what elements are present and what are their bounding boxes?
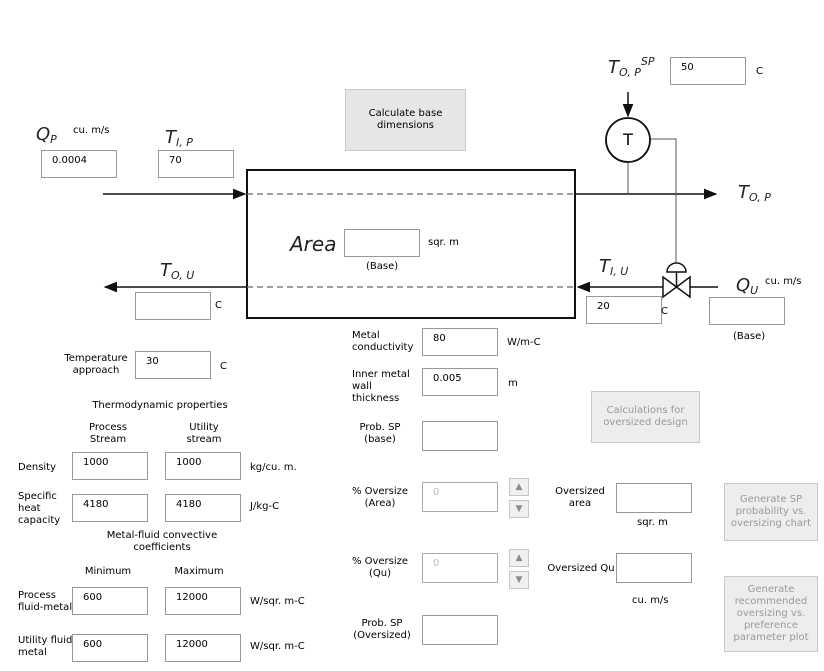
tiu-symbol: TI, U [599, 256, 629, 278]
temp-approach-label: Temperature approach [64, 353, 128, 376]
process-max-field[interactable]: 12000 [165, 587, 241, 615]
temperature-controller [605, 117, 651, 163]
wall-thickness-label: Inner metal wall thickness [352, 369, 410, 404]
process-fluid-label: Process fluid-metal [18, 590, 73, 613]
calculate-base-button[interactable]: Calculate base dimensions [345, 89, 466, 151]
oversize-area-field[interactable]: 0 [422, 482, 498, 512]
density-label: Density [18, 462, 57, 473]
oversize-qu-field[interactable]: 0 [422, 553, 498, 583]
process-coef-unit: W/sqr. m-C [250, 596, 305, 607]
area-base-label: (Base) [366, 261, 399, 272]
qu-unit: cu. m/s [765, 276, 802, 287]
qu-base-label: (Base) [733, 331, 766, 342]
utility-min-field[interactable]: 600 [72, 634, 148, 662]
oversized-area-label: Oversized area [555, 486, 605, 509]
maximum-header: Maximum [174, 566, 224, 577]
qu-symbol: QU [736, 275, 759, 297]
utility-coef-unit: W/sqr. m-C [250, 641, 305, 652]
tou-symbol: TO, U [160, 260, 195, 282]
process-min-field[interactable]: 600 [72, 587, 148, 615]
temp-approach-field[interactable]: 30 [135, 351, 211, 379]
density-unit: kg/cu. m. [250, 462, 297, 473]
oversized-qu-unit: cu. m/s [632, 595, 669, 606]
down-arrow-icon[interactable]: ▼ [509, 571, 529, 589]
generate-recommended-button[interactable]: Generate recommended oversizing vs. pref… [724, 576, 818, 652]
prob-sp-oversized-label: Prob. SP (Oversized) [353, 618, 411, 641]
oversized-qu-field[interactable] [616, 553, 692, 583]
qp-unit: cu. m/s [73, 125, 110, 136]
tou-field[interactable] [135, 292, 211, 320]
up-arrow-icon[interactable]: ▲ [509, 478, 529, 496]
metal-conductivity-label: Metal conductivity [352, 330, 414, 353]
oversized-area-field[interactable] [616, 483, 692, 513]
qu-field[interactable] [709, 297, 785, 325]
minimum-header: Minimum [84, 566, 132, 577]
thermo-title: Thermodynamic properties [92, 400, 228, 411]
heat-capacity-label: Specific heat capacity [18, 491, 61, 526]
heat-process-field[interactable]: 4180 [72, 494, 148, 522]
topsp-symbol: TO, PSP [608, 55, 655, 79]
tou-unit: C [215, 300, 222, 311]
utility-stream-header: Utility stream [186, 422, 222, 445]
heat-unit: J/kg-C [250, 501, 280, 512]
qp-symbol: QP [36, 124, 57, 146]
area-field[interactable] [344, 229, 420, 257]
area-unit: sqr. m [428, 237, 459, 248]
qp-field[interactable]: 0.0004 [41, 150, 117, 178]
prob-sp-base-label: Prob. SP (base) [359, 422, 401, 445]
tip-symbol: TI, P [165, 127, 193, 149]
prob-sp-base-field[interactable] [422, 421, 498, 451]
wall-thickness-unit: m [508, 378, 518, 389]
tiu-field[interactable]: 20 [586, 296, 662, 324]
temp-approach-unit: C [220, 361, 227, 372]
oversize-qu-label: % Oversize (Qu) [351, 556, 409, 579]
valve-actuator [666, 262, 687, 273]
topsp-unit: C [756, 66, 763, 77]
generate-sp-chart-button[interactable]: Generate SP probability vs. oversizing c… [724, 483, 818, 541]
density-utility-field[interactable]: 1000 [165, 452, 241, 480]
metal-conductivity-field[interactable]: 80 [422, 328, 498, 356]
utility-max-field[interactable]: 12000 [165, 634, 241, 662]
calculations-oversized-button[interactable]: Calculations for oversized design [591, 391, 700, 443]
down-arrow-icon[interactable]: ▼ [509, 500, 529, 518]
topsp-field[interactable]: 50 [670, 57, 746, 85]
heat-utility-field[interactable]: 4180 [165, 494, 241, 522]
wall-thickness-field[interactable]: 0.005 [422, 368, 498, 396]
utility-fluid-label: Utility fluid-metal [18, 635, 76, 658]
control-signal-line [650, 138, 677, 262]
oversized-area-unit: sqr. m [637, 517, 668, 528]
controller-label: T [623, 130, 633, 149]
oversized-qu-label: Oversized Qu [547, 563, 615, 574]
oversize-area-label: % Oversize (Area) [351, 486, 409, 509]
tiu-unit: C [661, 306, 668, 317]
up-arrow-icon[interactable]: ▲ [509, 549, 529, 567]
prob-sp-oversized-field[interactable] [422, 615, 498, 645]
metal-conductivity-unit: W/m-C [507, 337, 541, 348]
convective-title: Metal-fluid convective coefficients [106, 530, 218, 553]
process-stream-header: Process Stream [89, 422, 127, 445]
tip-field[interactable]: 70 [158, 150, 234, 178]
density-process-field[interactable]: 1000 [72, 452, 148, 480]
area-label: Area [290, 232, 337, 256]
top-symbol: TO, P [738, 182, 771, 204]
